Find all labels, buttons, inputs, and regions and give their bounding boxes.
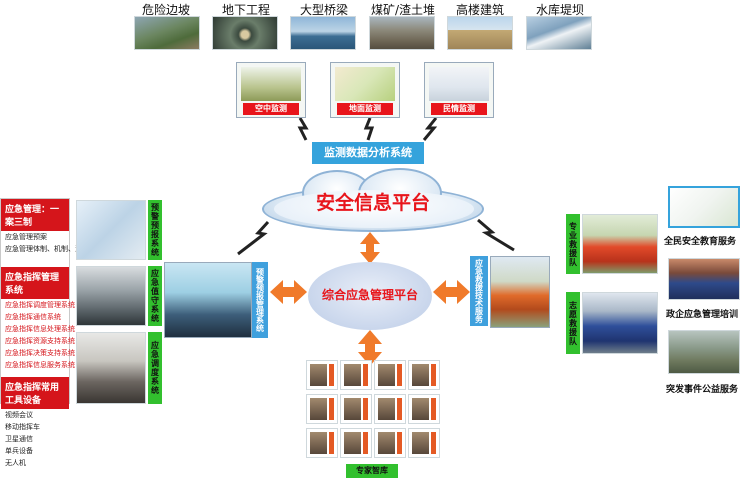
lightning-bolt-icon [363,117,375,141]
photo-dam [526,16,592,50]
left-tag-dispatch: 应急调度系统 [148,332,162,404]
left-panel-item: 应急指挥信息服务系统 [5,361,75,369]
expert-card [306,360,338,390]
expert-card [374,394,406,424]
left-panel: 应急管理：一案三制 应急管理预案 应急管理体制、机制、法制 应急指挥管理系统 应… [0,198,89,467]
center-title: 综合应急管理平台 [321,288,418,302]
lightning-bolt-icon [422,117,438,141]
expert-card [306,428,338,458]
left-panel-item: 单兵设备 [5,447,33,455]
photo-building [447,16,513,50]
monitor-tag-air: 空中监测 [243,103,299,115]
lightning-bolt-icon [237,220,270,256]
control-room-photo [164,262,252,338]
service-photo-public [668,330,740,374]
expert-label: 专家智库 [346,464,398,478]
lightning-bolt-icon [477,218,515,252]
right-photo-professional [582,214,658,274]
monitor-image [241,67,301,101]
monitor-image [335,67,395,101]
left-panel-item: 卫星通信 [5,435,33,443]
photo-underground [212,16,278,50]
left-panel-item: 应急管理体制、机制、法制 [5,245,89,253]
right-photo-volunteer [582,292,658,354]
analysis-system-bar: 监测数据分析系统 [312,142,424,164]
photo-bridge [290,16,356,50]
expert-card [408,394,440,424]
lightning-bolt-icon [297,117,309,141]
service-label-education: 全民安全教育服务 [664,237,737,247]
rescue-team-photo [490,256,550,328]
expert-card [340,428,372,458]
double-arrow-icon [270,232,470,366]
service-label-public: 突发事件公益服务 [666,385,739,395]
left-panel-section-2: 应急指挥管理系统 [1,267,69,299]
left-panel-item: 应急指挥资源支持系统 [5,337,75,345]
service-label-training: 政企应急管理培训 [666,310,739,320]
center-ellipse [308,262,432,330]
photo-mine [369,16,435,50]
cloud-shape [262,168,484,232]
left-photo-warning [76,200,146,260]
expert-card [340,360,372,390]
left-tag-duty: 应急值守系统 [148,266,162,326]
left-photo-duty [76,266,146,326]
left-panel-item: 应急指挥调度管理系统 [5,301,75,309]
service-photo-training [668,258,740,300]
top-label-dam: 水库堤坝 [535,3,584,17]
monitor-card-public: 民情监测 [424,62,494,118]
expert-card [306,394,338,424]
expert-card [408,428,440,458]
left-photo-dispatch [76,332,146,404]
photo-slope [134,16,200,50]
top-label-building: 高楼建筑 [455,3,504,17]
left-panel-item: 视频会议 [5,411,33,419]
left-panel-item: 应急指挥通信系统 [5,313,61,321]
cloud-title: 安全信息平台 [315,192,430,214]
right-tag-professional: 专业救援队 [566,214,580,274]
top-label-bridge: 大型桥梁 [299,3,348,17]
right-block-label: 应急救援技术服务 [470,256,488,326]
left-panel-section-1: 应急管理：一案三制 [1,199,69,231]
left-panel-item: 应急管理预案 [5,233,47,241]
expert-card [340,394,372,424]
monitor-tag-public: 民情监测 [431,103,487,115]
left-block-label: 预警预报管理系统 [252,262,268,338]
monitor-card-ground: 地面监测 [330,62,400,118]
left-tag-warning: 预警预报系统 [148,200,162,260]
top-label-mine: 煤矿/渣土堆 [370,3,436,17]
left-panel-section-3: 应急指挥常用工具设备 [1,377,69,409]
expert-grid [306,360,440,460]
expert-card [408,360,440,390]
service-photo-education [668,186,740,228]
monitor-tag-ground: 地面监测 [337,103,393,115]
monitor-card-air: 空中监测 [236,62,306,118]
top-label-underground: 地下工程 [221,3,270,17]
left-panel-item: 移动指挥车 [5,423,40,431]
expert-card [374,428,406,458]
monitor-image [429,67,489,101]
left-panel-item: 应急指挥决策支持系统 [5,349,75,357]
left-panel-item: 应急指挥信息处理系统 [5,325,75,333]
left-panel-item: 无人机 [5,459,26,467]
right-tag-volunteer: 志愿救援队 [566,292,580,354]
top-label-slope: 危险边坡 [141,3,190,17]
expert-card [374,360,406,390]
